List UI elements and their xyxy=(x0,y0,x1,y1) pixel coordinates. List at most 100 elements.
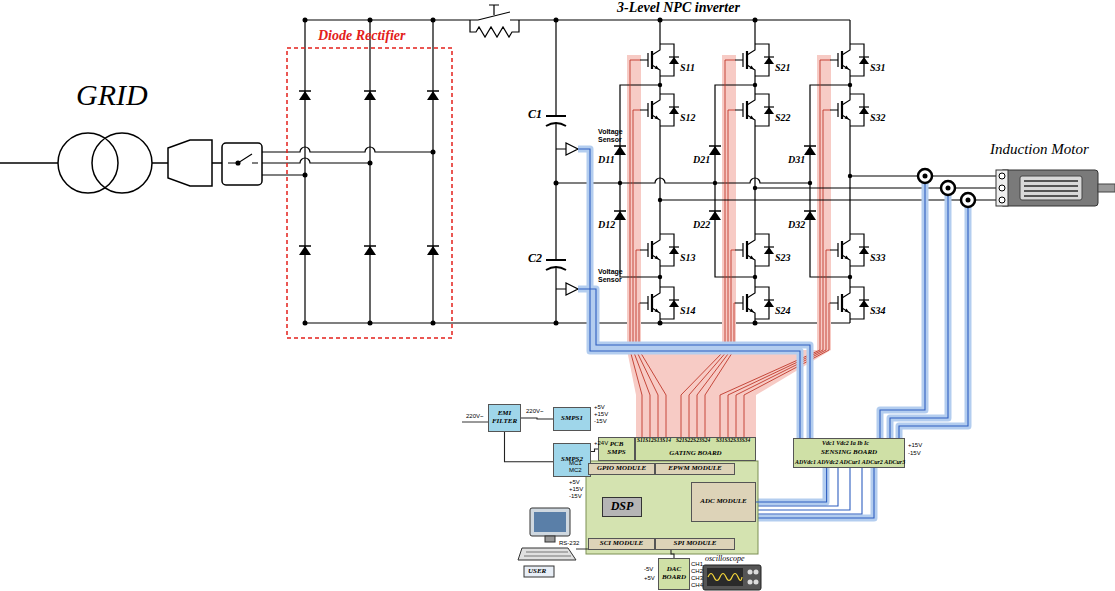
node-text: DSP xyxy=(611,500,634,513)
capacitor-symbol xyxy=(566,143,578,155)
sensor-wire xyxy=(880,183,925,438)
junction-dot xyxy=(368,18,373,23)
circuit-illustration xyxy=(640,90,679,130)
dc-bus xyxy=(470,20,519,37)
circuit-illustration xyxy=(830,90,869,130)
circuit-illustration xyxy=(640,40,679,80)
grid-transformer xyxy=(236,161,240,165)
induction-motor xyxy=(996,170,1008,206)
current-sensor-core xyxy=(966,198,971,203)
supply-connector xyxy=(591,449,598,452)
junction-dot xyxy=(303,150,436,178)
user-computer xyxy=(534,512,566,532)
signal-label: ADVdc1 ADVdc2 ADCur1 ADCur2 ADCur3 xyxy=(795,459,905,465)
junction-dot xyxy=(713,181,717,185)
module-box: SCI MODULE xyxy=(588,538,655,550)
node-text: SMPS1 xyxy=(561,415,583,423)
user-computer xyxy=(518,548,576,560)
user-computer xyxy=(524,552,571,556)
signal-label: S11S12S13S14 xyxy=(637,438,671,444)
junction-dot xyxy=(753,275,757,279)
inverter-leg xyxy=(620,85,660,277)
block-title: 3-Level NPC inverter xyxy=(617,1,740,15)
circuit-illustration xyxy=(735,230,774,270)
grid-transformer xyxy=(0,162,58,164)
supply-connector xyxy=(505,432,554,462)
switch-label: S14 xyxy=(680,306,696,316)
circuit-illustration xyxy=(804,211,816,220)
signal-label: Vdc1 Vdc2 Ia Ib Ic xyxy=(822,440,869,446)
gate-wire xyxy=(689,110,735,437)
grid-transformer xyxy=(0,133,262,193)
circuit-illustration xyxy=(640,230,679,270)
gate-wire xyxy=(630,60,642,437)
current-sensor-core xyxy=(946,186,951,191)
inverter-leg xyxy=(754,20,755,283)
circuit-illustration xyxy=(364,91,376,100)
circuit-illustration xyxy=(830,40,869,80)
supply-connector xyxy=(521,418,553,419)
dc-bus xyxy=(305,322,850,323)
circuit-illustration xyxy=(709,211,721,220)
grid-label: GRID xyxy=(76,80,148,110)
oscilloscope-icon xyxy=(754,570,759,575)
rectifier-bridge xyxy=(305,20,433,323)
current-sensor-core xyxy=(923,174,971,203)
circuit-illustration xyxy=(614,146,626,155)
switch-label: S33 xyxy=(870,253,886,263)
dc-bus xyxy=(489,5,499,15)
user-computer xyxy=(530,508,570,536)
circuit-illustration xyxy=(299,246,311,255)
circuit-illustration xyxy=(614,211,626,220)
switch-label: S21 xyxy=(775,63,791,73)
voltage-label: +15V xyxy=(594,411,608,417)
voltage-label: 220V~ xyxy=(466,413,484,419)
junction-dot xyxy=(753,83,757,87)
current-sensor xyxy=(961,193,975,207)
supply-wire xyxy=(462,422,588,549)
capacitor-symbol xyxy=(556,149,566,289)
adc-module: ADC MODULE xyxy=(691,482,756,522)
sensor-band xyxy=(578,149,800,438)
grid-transformer xyxy=(168,140,212,186)
circuit-illustration xyxy=(427,246,439,255)
switch-label: S24 xyxy=(775,306,791,316)
dac-board: DAC BOARD xyxy=(658,558,690,590)
supply-wire xyxy=(576,549,588,550)
supply-connector xyxy=(671,550,674,558)
dc-bus xyxy=(305,5,850,323)
switch-label: S23 xyxy=(775,253,791,263)
component-label: C2 xyxy=(528,252,542,264)
oscilloscope-icon xyxy=(703,565,761,590)
signal-label: S31S32S33S34 xyxy=(716,438,750,444)
smps-box: SMPS1 xyxy=(553,407,591,431)
grid-transformer xyxy=(228,154,258,163)
neutral-wire xyxy=(556,178,810,183)
block-title: Diode Rectifier xyxy=(318,29,405,43)
induction-motor xyxy=(999,197,1005,203)
induction-motor xyxy=(1000,170,1098,206)
oscilloscope-icon xyxy=(707,568,743,586)
user-computer xyxy=(524,566,554,577)
induction-motor xyxy=(996,170,1115,206)
component-label: C1 xyxy=(528,108,542,120)
node-text: GPIO MODULE xyxy=(597,465,646,473)
junction-dot xyxy=(848,83,852,87)
oscilloscope-icon xyxy=(748,570,753,575)
switch-label: S12 xyxy=(680,113,696,123)
sensor-band xyxy=(880,183,925,438)
module-box: SPI MODULE xyxy=(655,538,735,550)
switch-label: S32 xyxy=(870,113,886,123)
user-computer xyxy=(545,536,555,542)
junction-dot xyxy=(808,181,812,185)
dc-bus xyxy=(305,19,850,20)
sensor-wire xyxy=(578,289,810,438)
channel-label: CH2 xyxy=(691,568,703,574)
inverter-leg xyxy=(620,20,850,283)
channel-label: CH3 xyxy=(691,575,703,581)
induction-motor xyxy=(1020,176,1082,200)
switch-label: S22 xyxy=(775,113,791,123)
sensor-label: Voltage Sensor xyxy=(598,128,626,143)
circuit-illustration xyxy=(735,90,774,130)
circuit-illustration xyxy=(299,91,311,100)
